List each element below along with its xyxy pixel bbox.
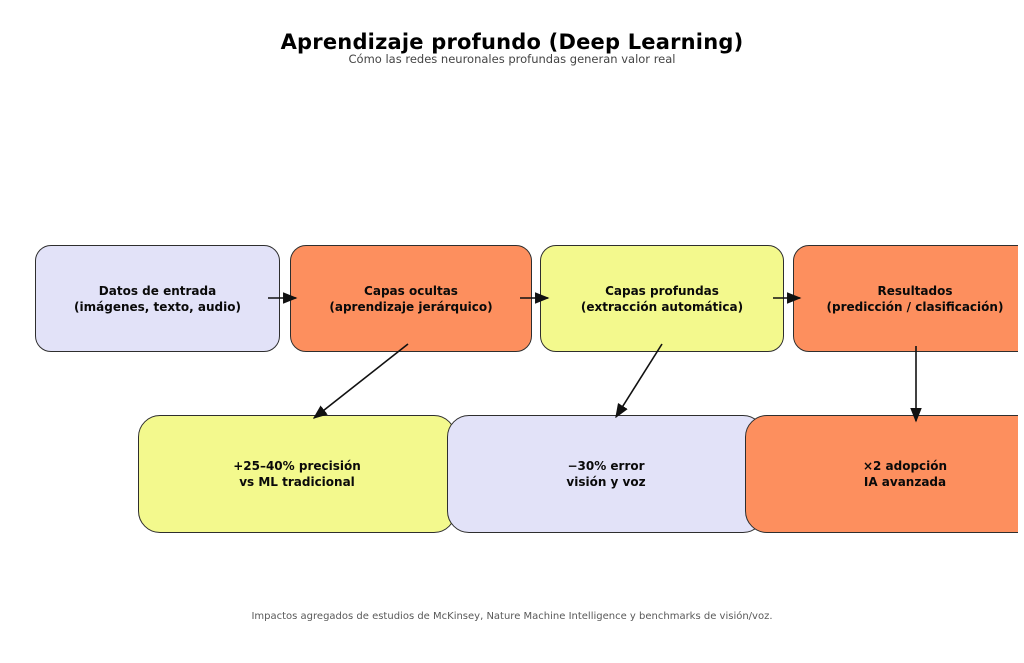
node-label-line1: +25–40% precisión — [233, 459, 361, 473]
node-capas-ocultas: Capas ocultas (aprendizaje jerárquico) — [290, 245, 532, 352]
node-impacto-precision: +25–40% precisión vs ML tradicional — [138, 415, 456, 533]
node-label-line2: vs ML tradicional — [239, 475, 355, 489]
arrow-deep-to-error — [615, 343, 663, 419]
node-resultados: Resultados (predicción / clasificación) — [793, 245, 1018, 352]
node-label-line2: (aprendizaje jerárquico) — [329, 299, 493, 314]
arrow-hidden-to-precision — [312, 343, 409, 419]
node-label-line2: (extracción automática) — [580, 299, 744, 314]
node-label-line1: −30% error — [567, 459, 645, 473]
node-capas-profundas: Capas profundas (extracción automática) — [540, 245, 784, 352]
node-label-line1: Capas ocultas — [364, 283, 458, 298]
node-impacto-error: −30% error visión y voz — [447, 415, 765, 533]
node-label-line1: Datos de entrada — [98, 283, 217, 298]
node-label-line2: (imágenes, texto, audio) — [74, 299, 241, 314]
source-footnote: Impactos agregados de estudios de McKins… — [251, 611, 773, 622]
node-label-line2: IA avanzada — [863, 475, 947, 489]
chart-title: Aprendizaje profundo (Deep Learning) — [280, 30, 744, 54]
node-label-line1: Capas profundas — [605, 283, 719, 298]
chart-subtitle: Cómo las redes neuronales profundas gene… — [348, 52, 676, 66]
node-impacto-adopcion: ×2 adopción IA avanzada — [745, 415, 1018, 533]
node-label-line1: ×2 adopción — [862, 459, 948, 473]
node-label-line2: (predicción / clasificación) — [826, 299, 1004, 314]
node-datos-entrada: Datos de entrada (imágenes, texto, audio… — [35, 245, 280, 352]
node-label-line2: visión y voz — [566, 475, 646, 489]
node-label-line1: Resultados — [877, 283, 953, 298]
